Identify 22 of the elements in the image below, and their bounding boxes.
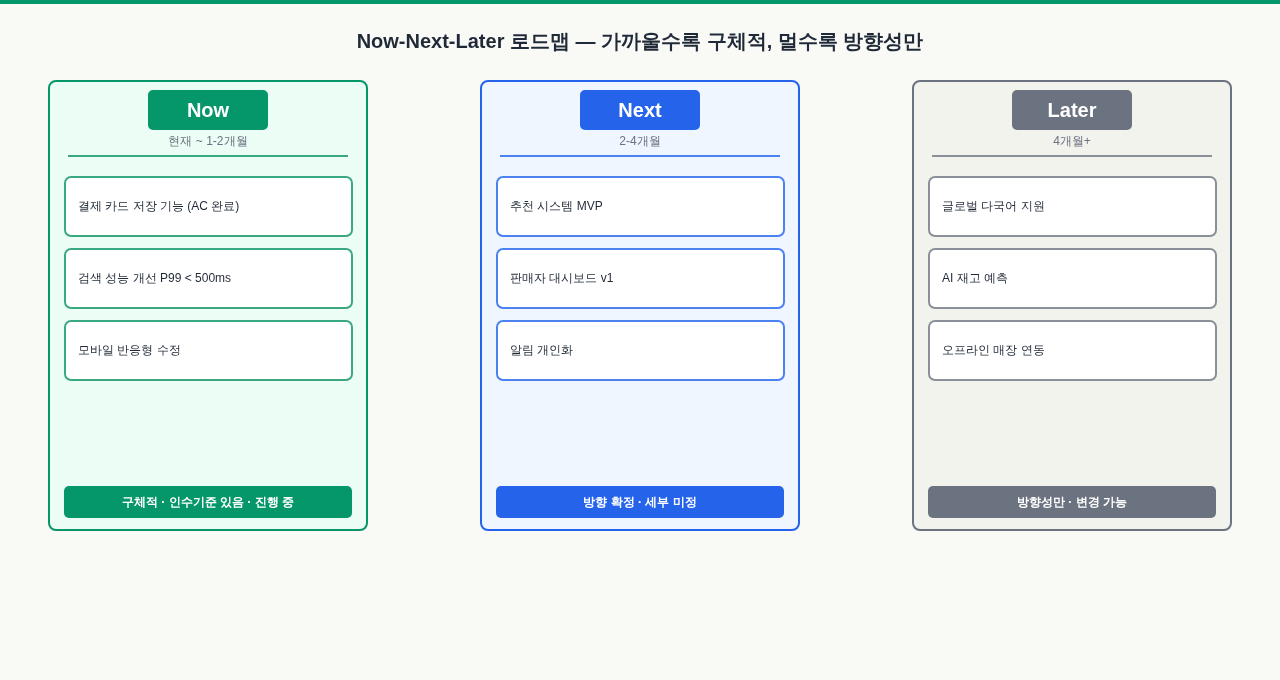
roadmap-item-card: 결제 카드 저장 기능 (AC 완료) [64, 176, 353, 237]
column-status-banner: 구체적 · 인수기준 있음 · 진행 중 [64, 486, 352, 518]
roadmap-item-card: 검색 성능 개선 P99 < 500ms [64, 248, 353, 309]
roadmap-column-panel [480, 80, 800, 531]
roadmap-item-card: AI 재고 예측 [928, 248, 1217, 309]
roadmap-item-card: 추천 시스템 MVP [496, 176, 785, 237]
column-header-tag: Now [148, 90, 268, 130]
timeframe-label: 4개월+ [1052, 133, 1092, 150]
roadmap-column-panel [48, 80, 368, 531]
roadmap-column-panel [912, 80, 1232, 531]
roadmap-item-card: 글로벌 다국어 지원 [928, 176, 1217, 237]
timeframe-label: 현재 ~ 1-2개월 [167, 133, 249, 150]
diagram-title: Now-Next-Later 로드맵 — 가까울수록 구체적, 멀수록 방향성만 [355, 29, 925, 54]
column-status-banner: 방향 확정 · 세부 미정 [496, 486, 784, 518]
roadmap-item-card: 알림 개인화 [496, 320, 785, 381]
roadmap-item-card: 모바일 반응형 수정 [64, 320, 353, 381]
roadmap-item-card: 판매자 대시보드 v1 [496, 248, 785, 309]
column-status-banner: 방향성만 · 변경 가능 [928, 486, 1216, 518]
column-header-tag: Later [1012, 90, 1132, 130]
timeframe-label: 2-4개월 [618, 133, 662, 150]
column-header-tag: Next [580, 90, 700, 130]
roadmap-item-card: 오프라인 매장 연동 [928, 320, 1217, 381]
